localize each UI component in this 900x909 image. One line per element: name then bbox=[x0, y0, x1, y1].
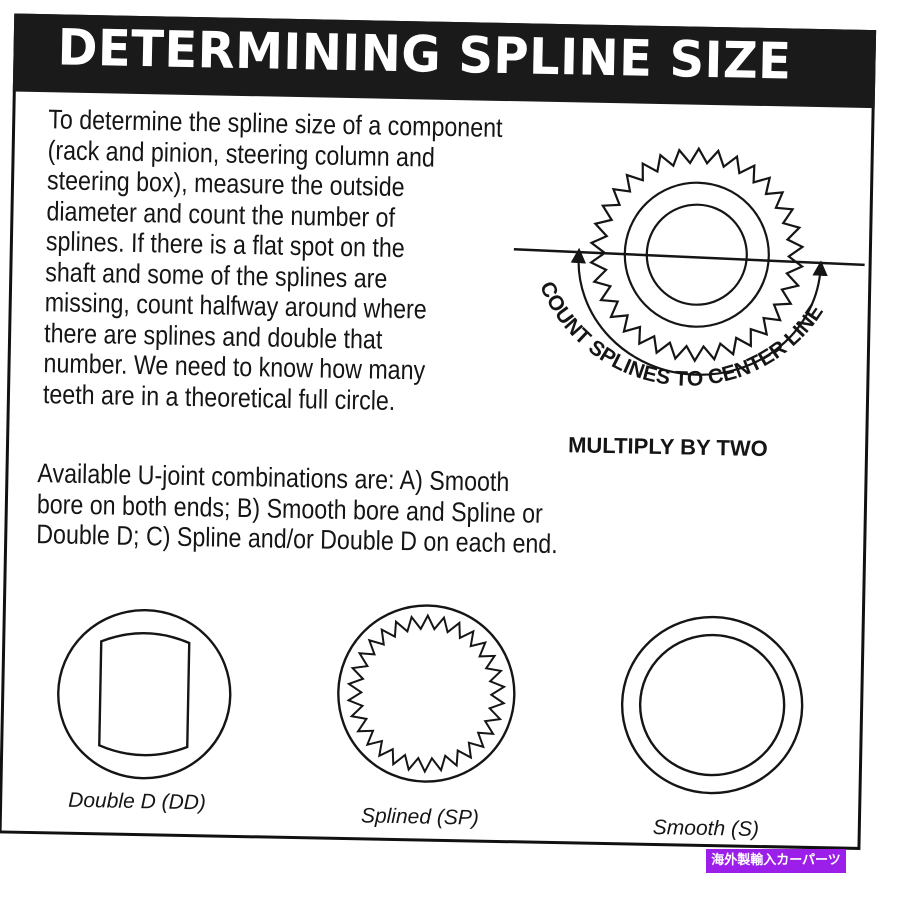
combinations-paragraph: Available U-joint combinations are: A) S… bbox=[36, 458, 674, 562]
double-d-caption: Double D (DD) bbox=[67, 788, 207, 815]
spline-count-diagram: COUNT SPLINES TO CENTER LINE bbox=[513, 146, 865, 394]
smooth-icon bbox=[620, 615, 804, 795]
watermark-badge: 海外製輸入カーパーツ bbox=[706, 849, 846, 873]
count-arrow-arc bbox=[570, 247, 828, 376]
center-line bbox=[513, 247, 865, 267]
splined-icon bbox=[337, 604, 516, 783]
smooth-caption: Smooth (S) bbox=[652, 815, 760, 841]
splined-caption: Splined (SP) bbox=[360, 804, 480, 830]
multiply-label: MULTIPLY BY TWO bbox=[567, 432, 768, 462]
gear-outline-icon bbox=[588, 146, 805, 363]
double-d-icon bbox=[57, 608, 232, 780]
